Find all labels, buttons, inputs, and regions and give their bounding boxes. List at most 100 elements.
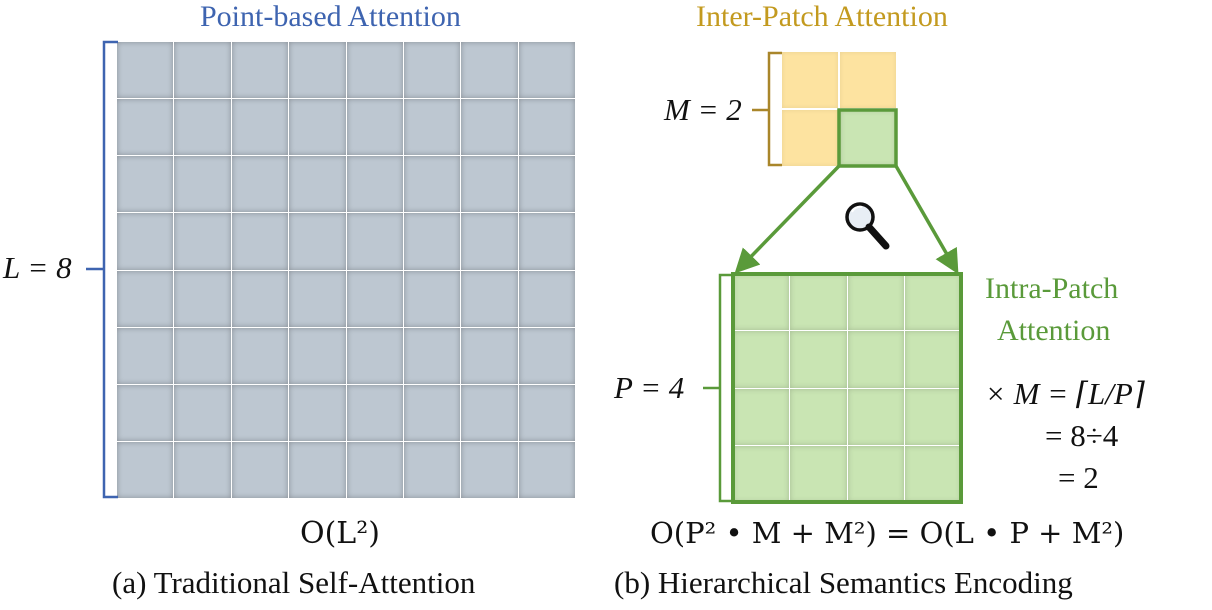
- point-attention-title: Point-based Attention: [200, 0, 461, 33]
- grid-cell: [904, 274, 961, 331]
- grid-cell: [231, 327, 289, 384]
- grid-cell: [231, 441, 289, 498]
- grid-cell: [518, 42, 575, 99]
- intra-patch-grid: [733, 274, 961, 502]
- grid-cell: [346, 270, 403, 327]
- magnifier-icon: [845, 202, 890, 250]
- grid-cell: [117, 42, 174, 99]
- grid-cell: [461, 327, 518, 384]
- grid-cell: [117, 441, 174, 498]
- grid-cell: [174, 42, 231, 99]
- traditional-complexity: O(L²): [300, 516, 380, 551]
- grid-cell: [782, 52, 838, 108]
- grid-cell: [461, 441, 518, 498]
- grid-cell: [117, 270, 174, 327]
- grid-cell: [461, 156, 518, 213]
- inter-size-bracket: [752, 51, 782, 167]
- grid-cell: [174, 270, 231, 327]
- grid-cell: [117, 384, 174, 441]
- grid-cell: [346, 156, 403, 213]
- grid-cell: [790, 388, 847, 445]
- grid-cell: [403, 441, 461, 498]
- intra-patch-title-line2: Attention: [997, 314, 1111, 347]
- grid-cell: [403, 327, 461, 384]
- patch-equation-line3: = 2: [1058, 460, 1099, 495]
- grid-cell: [461, 99, 518, 156]
- grid-cell: [346, 42, 403, 99]
- patch-size-label: P = 4: [614, 370, 685, 405]
- grid-cell: [847, 331, 904, 388]
- grid-cell: [403, 384, 461, 441]
- caption-hierarchical: (b) Hierarchical Semantics Encoding: [614, 565, 1073, 600]
- grid-cell: [289, 99, 346, 156]
- grid-cell: [231, 213, 289, 270]
- grid-cell: [461, 42, 518, 99]
- grid-cell: [790, 274, 847, 331]
- grid-cell: [518, 441, 575, 498]
- grid-cell: [346, 384, 403, 441]
- grid-cell: [289, 270, 346, 327]
- grid-cell: [117, 99, 174, 156]
- grid-cell: [346, 99, 403, 156]
- grid-cell: [847, 388, 904, 445]
- grid-cell: [733, 388, 790, 445]
- grid-cell: [733, 274, 790, 331]
- grid-cell: [231, 156, 289, 213]
- grid-cell: [790, 445, 847, 502]
- sequence-length-label: L = 8: [3, 250, 72, 285]
- zoom-arrow-right: [894, 165, 959, 275]
- grid-cell: [231, 384, 289, 441]
- grid-cell: [346, 327, 403, 384]
- intra-size-bracket: [703, 273, 733, 503]
- intra-patch-title-line1: Intra-Patch: [985, 272, 1119, 305]
- grid-cell: [518, 270, 575, 327]
- patch-equation-line2: = 8÷4: [1045, 418, 1119, 453]
- intra-grid-border: [731, 272, 963, 504]
- grid-cell: [174, 99, 231, 156]
- grid-cell: [518, 156, 575, 213]
- grid-cell: [289, 441, 346, 498]
- patch-equation-line1: × M = ⌈L/P⌉: [985, 376, 1145, 411]
- zoom-arrow-left: [734, 164, 841, 274]
- inter-patch-title: Inter-Patch Attention: [696, 0, 948, 33]
- grid-cell: [231, 99, 289, 156]
- grid-cell: [117, 156, 174, 213]
- selected-patch-border: [837, 108, 898, 168]
- left-size-bracket: [86, 40, 118, 499]
- grid-cell: [904, 445, 961, 502]
- grid-cell: [231, 270, 289, 327]
- grid-cell: [289, 384, 346, 441]
- grid-cell: [174, 327, 231, 384]
- patch-count-label: M = 2: [664, 92, 742, 127]
- grid-cell: [403, 42, 461, 99]
- grid-cell: [847, 445, 904, 502]
- grid-cell: [518, 327, 575, 384]
- caption-traditional: (a) Traditional Self-Attention: [112, 565, 476, 600]
- grid-cell: [174, 213, 231, 270]
- grid-cell: [904, 388, 961, 445]
- grid-cell: [289, 213, 346, 270]
- grid-cell: [782, 110, 838, 166]
- grid-cell: [733, 445, 790, 502]
- grid-cell: [461, 213, 518, 270]
- grid-cell: [461, 270, 518, 327]
- grid-cell: [840, 52, 896, 108]
- grid-cell: [174, 441, 231, 498]
- hierarchical-complexity: O(P² • M + M²) = O(L • P + M²): [650, 516, 1125, 550]
- grid-cell: [461, 384, 518, 441]
- grid-cell: [790, 331, 847, 388]
- grid-cell: [117, 327, 174, 384]
- grid-cell: [518, 213, 575, 270]
- grid-cell: [174, 156, 231, 213]
- grid-cell: [403, 156, 461, 213]
- grid-cell: [904, 331, 961, 388]
- grid-cell: [403, 213, 461, 270]
- grid-cell: [403, 270, 461, 327]
- grid-cell: [518, 99, 575, 156]
- grid-cell: [847, 274, 904, 331]
- point-attention-grid: [117, 42, 575, 498]
- grid-cell: [346, 441, 403, 498]
- grid-cell: [174, 384, 231, 441]
- grid-cell: [346, 213, 403, 270]
